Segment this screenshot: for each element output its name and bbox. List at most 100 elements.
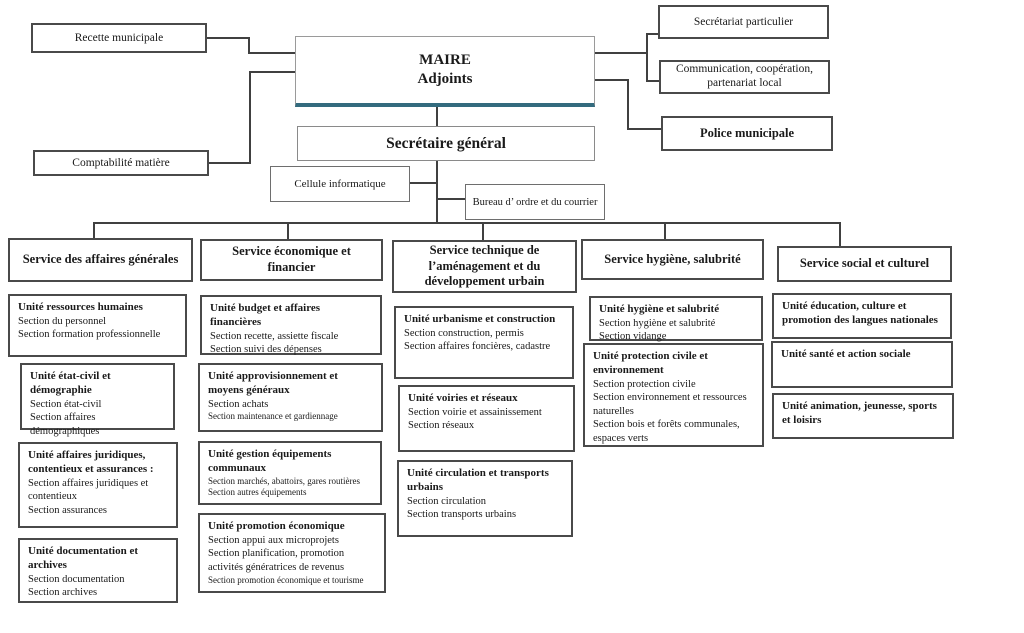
connector	[646, 33, 658, 35]
node-bureau-ordre-courrier: Bureau d’ ordre et du courrier	[465, 184, 605, 220]
unit-section: Section transports urbains	[407, 509, 517, 521]
unit-title: Unité approvisionnement et moyens généra…	[208, 370, 338, 396]
unit-section: Section affaires démographiques	[30, 412, 100, 437]
unit-title: Unité hygiène et salubrité	[599, 303, 720, 315]
node-maire-adjoints: MAIRE Adjoints	[295, 36, 595, 107]
unit-section: Section bois et forêts communales, espac…	[593, 419, 740, 445]
unit-section: Section construction, permis	[404, 327, 524, 339]
connector	[482, 222, 484, 241]
unit-title: Unité éducation, culture et promotion de…	[782, 300, 938, 326]
unit-title: Unité animation, jeunesse, sports et loi…	[782, 400, 937, 426]
service-header-hygiene-salubrite: Service hygiène, salubrité	[581, 239, 764, 280]
connector	[627, 128, 661, 130]
unit-section: Section assurances	[28, 504, 108, 516]
unit-title: Unité gestion équipements communaux	[208, 448, 332, 474]
unit-section: Section achats	[208, 398, 269, 410]
service-title: Service social et culturel	[799, 256, 930, 271]
node-label: Recette municipale	[74, 32, 164, 44]
connector	[436, 160, 438, 224]
unit-section: Section appui aux microprojets	[208, 534, 339, 546]
service-title: Service technique de l’aménagement et du…	[424, 243, 545, 289]
service-header-economique-financier: Service économique et financier	[200, 239, 383, 281]
node-label-line1: Communication, coopération,	[675, 63, 813, 76]
unit-documentation-archives: Unité documentation et archives Section …	[18, 538, 178, 603]
unit-title: Unité protection civile et environnement	[593, 350, 708, 376]
connector	[436, 107, 438, 127]
service-title: Service hygiène, salubrité	[604, 251, 741, 266]
connector	[627, 79, 629, 130]
unit-section: Section affaires juridiques et contentie…	[28, 477, 149, 503]
unit-section: Section formation professionnelle	[18, 329, 161, 341]
node-recette-municipale: Recette municipale	[31, 23, 207, 53]
unit-title: Unité promotion économique	[208, 520, 345, 532]
connector	[249, 71, 251, 164]
unit-section: Section planification, promotion activit…	[208, 548, 345, 574]
node-label-line2: Adjoints	[417, 71, 473, 87]
unit-section: Section affaires foncières, cadastre	[404, 341, 551, 353]
service-header-affaires-generales: Service des affaires générales	[8, 238, 193, 282]
node-label: Comptabilité matière	[72, 157, 170, 169]
unit-section: Section environnement et ressources natu…	[593, 392, 747, 417]
node-comptabilite-matiere: Comptabilité matière	[33, 150, 209, 176]
service-header-technique-urbain: Service technique de l’aménagement et du…	[392, 240, 577, 293]
node-label: Secrétaire général	[386, 134, 506, 152]
unit-sante-action-sociale: Unité santé et action sociale	[771, 341, 953, 388]
unit-section: Section promotion économique et tourisme	[208, 574, 364, 585]
unit-section: Section maintenance et gardiennage	[208, 411, 338, 422]
node-label-line1: MAIRE	[419, 52, 471, 69]
unit-approvisionnement-moyens-generaux: Unité approvisionnement et moyens généra…	[198, 363, 383, 432]
unit-voiries-reseaux: Unité voiries et réseaux Section voirie …	[398, 385, 575, 452]
unit-protection-civile-environnement: Unité protection civile et environnement…	[583, 343, 764, 447]
node-label: Secrétariat particulier	[693, 16, 794, 28]
unit-title: Unité état-civil et démographie	[30, 370, 111, 396]
unit-section: Section protection civile	[593, 378, 696, 390]
connector	[248, 37, 250, 54]
unit-etat-civil-demographie: Unité état-civil et démographie Section …	[20, 363, 175, 437]
connector	[664, 222, 666, 240]
unit-title: Unité santé et action sociale	[781, 348, 911, 360]
unit-title: Unité voiries et réseaux	[408, 392, 518, 404]
unit-hygiene-salubrite: Unité hygiène et salubrité Section hygiè…	[589, 296, 763, 343]
unit-title: Unité affaires juridiques, contentieux e…	[28, 449, 154, 475]
unit-section: Section suivi des dépenses	[210, 344, 322, 356]
unit-education-culture-langues: Unité éducation, culture et promotion de…	[772, 293, 952, 339]
connector	[249, 71, 295, 73]
connector	[209, 162, 250, 164]
unit-section: Section vidange	[599, 331, 667, 343]
node-secretaire-general: Secrétaire général	[297, 126, 595, 161]
unit-section: Section archives	[28, 587, 98, 599]
unit-section: Section autres équipements	[208, 487, 307, 498]
unit-title: Unité urbanisme et construction	[404, 313, 556, 325]
unit-urbanisme-construction: Unité urbanisme et construction Section …	[394, 306, 574, 379]
unit-animation-jeunesse-sports: Unité animation, jeunesse, sports et loi…	[772, 393, 954, 439]
unit-budget-affaires-financieres: Unité budget et affaires financières Sec…	[200, 295, 382, 355]
connector	[287, 222, 289, 240]
unit-title: Unité budget et affaires financières	[210, 302, 321, 328]
unit-gestion-equipements-communaux: Unité gestion équipements communaux Sect…	[198, 441, 382, 505]
unit-section: Section recette, assiette fiscale	[210, 330, 339, 342]
unit-promotion-economique: Unité promotion économique Section appui…	[198, 513, 386, 593]
unit-ressources-humaines: Unité ressources humaines Section du per…	[8, 294, 187, 357]
node-label: Cellule informatique	[294, 178, 386, 190]
unit-section: Section état-civil	[30, 398, 102, 410]
unit-circulation-transports: Unité circulation et transports urbains …	[397, 460, 573, 537]
unit-section: Section du personnel	[18, 315, 107, 327]
connector	[646, 33, 648, 82]
connector	[839, 222, 841, 247]
connector	[248, 52, 295, 54]
unit-affaires-juridiques: Unité affaires juridiques, contentieux e…	[18, 442, 178, 528]
connector	[93, 222, 841, 224]
connector	[207, 37, 250, 39]
node-label: Police municipale	[699, 126, 795, 140]
unit-section: Section hygiène et salubrité	[599, 317, 716, 329]
service-title: Service économique et financier	[232, 244, 351, 274]
service-title: Service des affaires générales	[22, 252, 179, 267]
node-label-line2: partenariat local	[707, 77, 782, 89]
node-secretariat-particulier: Secrétariat particulier	[658, 5, 829, 39]
unit-section: Section réseaux	[408, 420, 475, 432]
unit-section: Section circulation	[407, 495, 487, 507]
service-header-social-culturel: Service social et culturel	[777, 246, 952, 282]
node-police-municipale: Police municipale	[661, 116, 833, 151]
connector	[93, 222, 95, 239]
